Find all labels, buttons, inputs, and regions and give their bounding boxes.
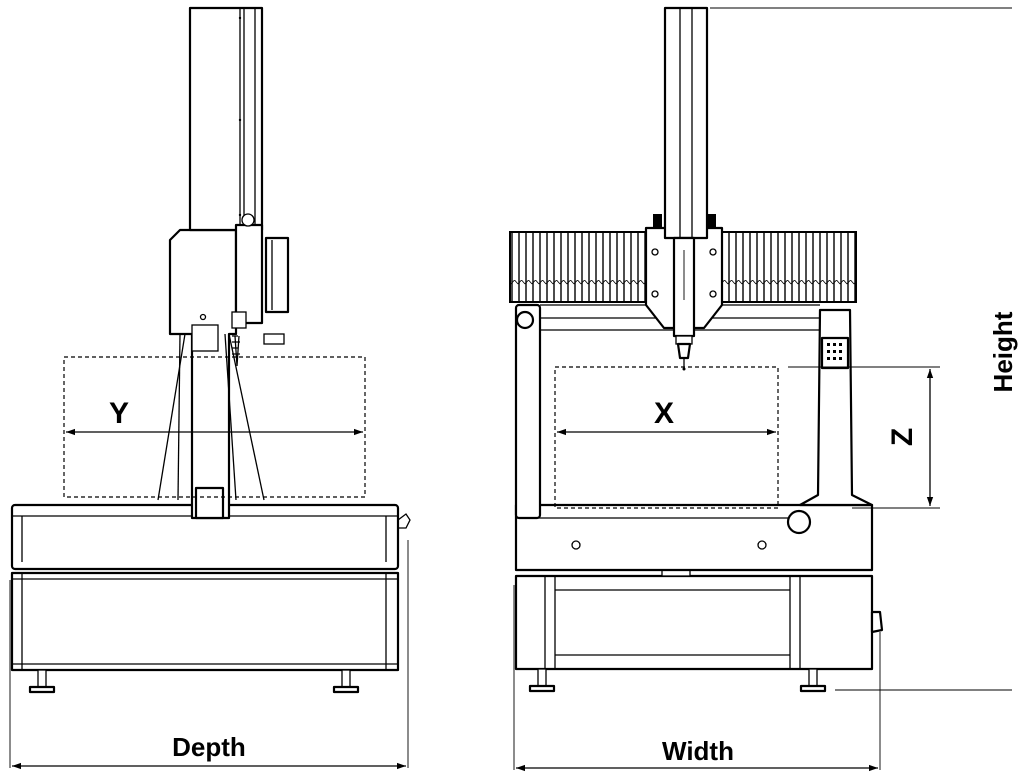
height-label: Height [988, 311, 1018, 392]
side-feet [28, 669, 360, 694]
front-bellows [509, 231, 857, 303]
side-ram [188, 6, 290, 367]
front-base [514, 567, 884, 693]
width-label: Width [662, 736, 734, 766]
controller-buttons [827, 343, 842, 360]
y-travel-envelope [63, 356, 366, 498]
x-axis-label: X [654, 397, 674, 430]
front-table [514, 503, 874, 572]
side-view: Y Depth [9, 6, 411, 770]
depth-label: Depth [172, 732, 246, 762]
z-axis-label: Z [886, 428, 919, 446]
side-base [10, 503, 411, 694]
y-axis-label: Y [109, 397, 129, 430]
front-view: X Z Height Width [509, 6, 1018, 772]
x-travel-envelope [554, 366, 779, 509]
side-column [157, 228, 265, 520]
front-ram [663, 6, 709, 371]
front-feet [528, 668, 827, 693]
